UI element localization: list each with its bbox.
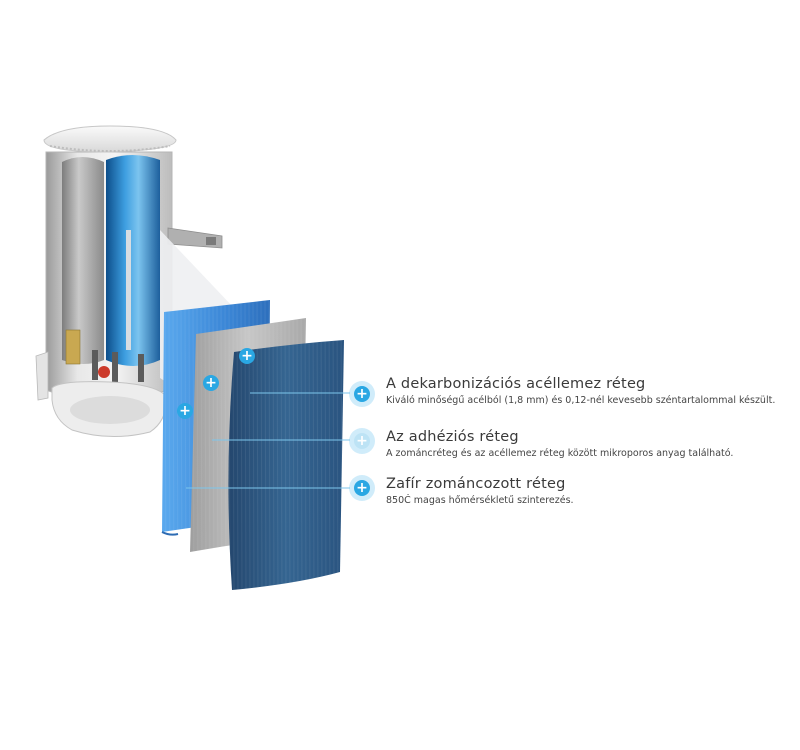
label-title: A dekarbonizációs acéllemez réteg	[386, 376, 646, 392]
connector-lines	[186, 392, 350, 489]
hotspot-label-2[interactable]: +	[349, 428, 375, 454]
heater-body	[35, 125, 223, 438]
label-description: A zománcréteg és az acéllemez réteg közö…	[386, 448, 734, 459]
label-description: 850Ċ magas hőmérsékletű szinterezés.	[386, 495, 574, 506]
hotspot-layer-2[interactable]: +	[198, 370, 224, 396]
label-description: Kiváló minőségű acélból (1,8 mm) és 0,12…	[386, 395, 776, 406]
sapphire-enamel-layer	[228, 340, 344, 590]
plus-circle-icon: +	[354, 386, 370, 402]
hotspot-layer-3[interactable]: +	[172, 398, 198, 424]
plus-circle-icon: +	[354, 433, 370, 449]
hotspot-label-3[interactable]: +	[349, 475, 375, 501]
plus-circle-icon: +	[354, 480, 370, 496]
label-sapphire-enamel: Zafír zománcozott réteg 850Ċ magas hőmér…	[386, 476, 796, 506]
label-title: Az adhéziós réteg	[386, 429, 519, 445]
hotspot-layer-1[interactable]: +	[234, 343, 260, 369]
label-title: Zafír zománcozott réteg	[386, 476, 566, 492]
plus-circle-icon: +	[177, 403, 193, 419]
plus-circle-icon: +	[203, 375, 219, 391]
label-adhesion-layer: Az adhéziós réteg A zománcréteg és az ac…	[386, 429, 796, 459]
label-decarbonized-steel: A dekarbonizációs acéllemez réteg Kiváló…	[386, 376, 796, 406]
plus-circle-icon: +	[239, 348, 255, 364]
hotspot-label-1[interactable]: +	[349, 381, 375, 407]
